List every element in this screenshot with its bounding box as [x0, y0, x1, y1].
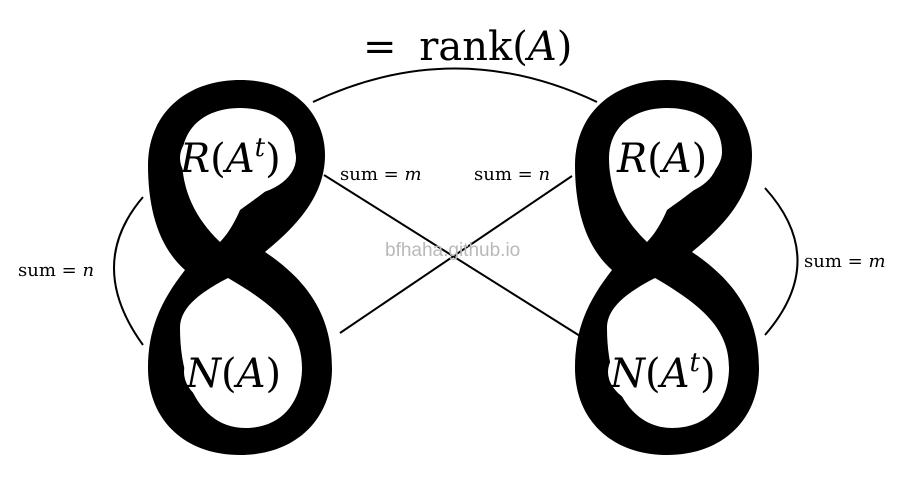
N-symbol: N [609, 351, 647, 397]
right-bottom-left-null-space-label: N(At) [609, 348, 716, 397]
cross-right-sum-label: sum = n [474, 164, 550, 185]
left-top-row-space-label: R(At) [179, 133, 281, 182]
transpose-superscript: t [690, 348, 701, 378]
left-bottom-label-pad [184, 334, 296, 410]
open-paren: ( [221, 351, 237, 397]
right-top-label-pad [614, 120, 718, 196]
sum-text: sum = [804, 251, 868, 272]
N-symbol: N [185, 351, 223, 397]
A-symbol: A [233, 351, 266, 397]
close-paren: ) [700, 351, 716, 397]
cross-line-right-to-left [339, 175, 573, 334]
close-paren: ) [692, 136, 708, 182]
sum-text: sum = [474, 164, 538, 185]
left-side-arc [113, 196, 144, 346]
equals-sign: = [363, 24, 397, 70]
close-paren: ) [265, 136, 281, 182]
A-symbol: A [222, 136, 255, 182]
R-symbol: R [179, 136, 210, 182]
open-paren: ( [210, 136, 226, 182]
open-paren: ( [647, 136, 663, 182]
right-bottom-label-pad [608, 334, 728, 410]
close-paren: ) [266, 351, 282, 397]
right-side-sum-label: sum = m [804, 251, 886, 272]
A-symbol: A [659, 136, 692, 182]
left-bottom-null-space-label: N(A) [185, 351, 281, 397]
right-side-arc [764, 187, 799, 336]
transpose-superscript: t [255, 133, 266, 163]
rank-close-paren: ) [557, 24, 573, 70]
cross-line-left-to-right [323, 174, 581, 337]
A-symbol: A [657, 351, 690, 397]
left-side-sum-label: sum = n [18, 260, 94, 281]
sum-variable: n [82, 260, 94, 281]
sum-variable: m [404, 164, 421, 185]
top-rank-label: = rank(A) [363, 24, 572, 70]
top-arc-connector [312, 67, 598, 103]
open-paren: ( [645, 351, 661, 397]
cross-left-sum-label: sum = m [340, 164, 422, 185]
rank-word: rank( [419, 24, 528, 70]
watermark-text: bfhaha.github.io [385, 240, 520, 261]
sum-text: sum = [18, 260, 82, 281]
right-top-column-space-label: R(A) [616, 136, 707, 182]
R-symbol: R [616, 136, 647, 182]
sum-text: sum = [340, 164, 404, 185]
sum-variable: n [538, 164, 550, 185]
left-top-label-pad [180, 120, 296, 196]
rank-variable: A [524, 24, 557, 70]
sum-variable: m [868, 251, 885, 272]
